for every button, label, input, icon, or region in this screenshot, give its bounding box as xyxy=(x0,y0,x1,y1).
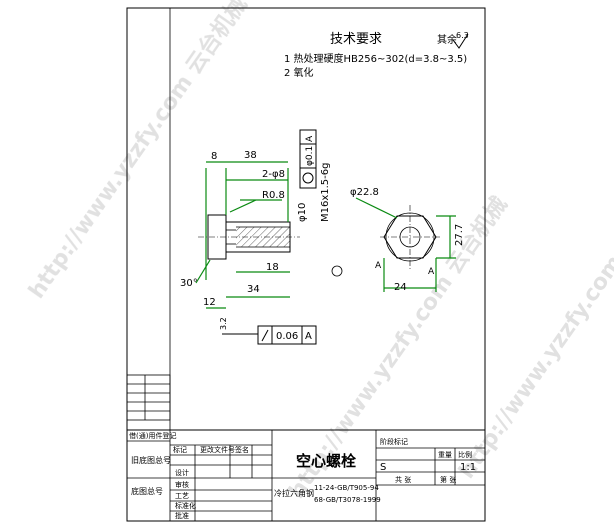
standard-2: 68-GB/T3078-1999 xyxy=(314,496,381,504)
dim-hex-width: 24 xyxy=(394,282,407,293)
label-standard: 标准化 xyxy=(175,501,196,510)
hex-end-view xyxy=(355,197,456,292)
position-icon xyxy=(302,172,314,184)
runout-frame: 0.06 A xyxy=(222,325,317,345)
dim-thread-length: 18 xyxy=(266,262,279,273)
label-old-drawing: 旧底图总号 xyxy=(131,455,171,465)
label-sign: 签名 xyxy=(235,445,249,454)
dim-thread: M16x1.5-6g xyxy=(320,163,331,223)
stage-value: S xyxy=(380,462,386,473)
label-change: 更改文件号 xyxy=(200,445,235,454)
dim-head-thickness: 8 xyxy=(211,151,217,162)
surface-value: 6.3 xyxy=(456,31,469,40)
dim-chamfer: 30° xyxy=(180,278,198,289)
label-check: 审核 xyxy=(175,480,189,489)
label-weight: 重量 xyxy=(438,451,452,459)
roughness-symbol-icon xyxy=(452,33,469,49)
dim-hex-circle: φ22.8 xyxy=(350,187,379,198)
dim-roughness: 3.2 xyxy=(219,317,228,330)
label-design: 设计 xyxy=(175,468,189,477)
runout-arrow-icon xyxy=(261,329,269,342)
bolt-side-view xyxy=(198,214,300,260)
runout-value: 0.06 xyxy=(276,331,298,342)
scale-value: 1:1 xyxy=(460,462,476,473)
position-frame: φ0.1 A xyxy=(299,129,317,189)
label-sheet-number: 第 张 xyxy=(440,475,456,484)
standard-1: 11-24-GB/T905-94 xyxy=(314,484,379,492)
label-approve: 批准 xyxy=(175,511,189,520)
requirement-1: 1 热处理硬度HB256~302(d=3.8~3.5) xyxy=(284,52,467,65)
section-marker-icon xyxy=(331,265,343,277)
section-label: A xyxy=(375,261,382,271)
label-sheet-count: 共 张 xyxy=(395,475,411,484)
dim-shank-length: 34 xyxy=(247,284,260,295)
dim-head-dia: 12 xyxy=(203,297,216,308)
pos-datum: A xyxy=(305,135,315,142)
dim-hex-height: 27.7 xyxy=(454,224,465,246)
requirements-title: 技术要求 xyxy=(330,32,382,47)
watermark: http://www.yzzfy.com 云台机械 http://www.yzz… xyxy=(24,0,614,503)
title-block xyxy=(126,429,486,522)
part-name: 空心螺栓 xyxy=(296,452,356,470)
pos-tol: φ0.1 xyxy=(305,146,315,166)
dim-bore: φ10 xyxy=(297,203,308,222)
runout-datum: A xyxy=(305,331,312,342)
left-side-table xyxy=(126,374,171,421)
dimension-lines xyxy=(195,161,290,309)
label-stage-mark: 阶段标记 xyxy=(380,437,408,446)
label-drawing-no: 底图总号 xyxy=(131,486,163,496)
process-text: 冷拉六角钢 xyxy=(274,488,314,498)
section-hatch xyxy=(236,227,290,247)
label-mark: 标记 xyxy=(173,445,187,454)
requirement-2: 2 氧化 xyxy=(284,66,314,79)
label-process: 工艺 xyxy=(175,492,189,500)
dim-hole: 2-φ8 xyxy=(262,169,285,180)
label-scale: 比例 xyxy=(458,450,472,459)
section-label: A xyxy=(428,267,435,277)
watermark-text-1: http://www.yzzfy.com 云台机械 xyxy=(24,0,253,303)
dim-fillet: R0.8 xyxy=(262,190,285,201)
dim-length: 38 xyxy=(244,150,257,161)
surface-note: 其余 xyxy=(437,33,457,46)
label-borrowed: 借(通)用件登记 xyxy=(129,431,176,440)
